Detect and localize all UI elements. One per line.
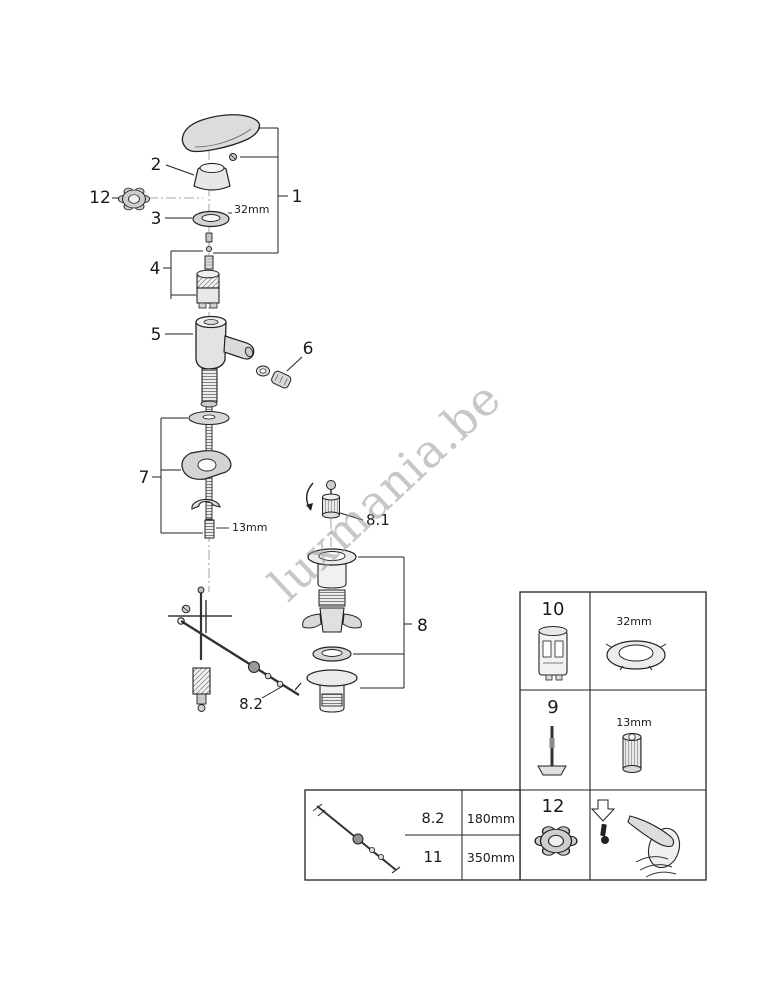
part-faucet-body [195,315,255,408]
part-aerator [256,365,292,389]
icon-socket-13mm [622,733,642,773]
panel-num-9: 9 [547,697,558,718]
icon-ring-32mm [605,640,667,671]
group-1-bracket [213,127,288,254]
callout-5: 5 [151,325,162,345]
leader-8-1 [339,512,364,521]
part-cartridge [196,255,220,309]
callout-7: 7 [139,468,150,488]
small-fasteners [205,232,213,253]
part-pull-knob [305,480,340,519]
leader-8-2 [261,685,284,699]
table-num-11: 11 [423,848,442,866]
length-table-box: 8.2 180mm 11 350mm [304,789,521,881]
icon-rod [312,803,401,874]
icon-cartridge-sleeve [538,626,568,681]
table-len-350: 350mm [467,850,515,865]
icon-handle-install [590,799,681,878]
callout-3: 3 [151,209,162,229]
panel-num-10: 10 [542,599,565,620]
part-mounting-kit [181,406,232,539]
callout-1: 1 [292,187,303,207]
group-7-bracket [152,417,203,534]
panel-dim-13mm: 13mm [616,716,651,729]
hand-icon [635,856,677,878]
panel-dim-32mm: 32mm [616,615,651,628]
part-handle-cap [193,162,231,191]
callout-2: 2 [151,155,162,175]
callout-8-2: 8.2 [239,695,263,713]
part-retaining-ring [192,210,230,228]
table-num-8-2: 8.2 [421,811,444,827]
dim-13mm: 13mm [232,521,267,534]
part-lever-handle [181,114,261,161]
group-8-bracket [353,556,412,689]
dim-32mm: 32mm [234,203,269,216]
leader-6 [286,356,303,372]
table-len-180: 180mm [467,811,515,826]
part-lever-strap [168,586,232,712]
callout-8: 8 [417,616,428,636]
callout-6: 6 [303,339,314,359]
group-4-bracket [163,250,203,299]
callout-12: 12 [89,188,111,208]
leader-2 [165,164,195,176]
screwdriver-icon [600,823,607,837]
arrow-down-icon [590,799,616,822]
part-12-gear [118,187,150,211]
panel-num-12: 12 [542,796,565,817]
icon-pin-tool [537,726,567,776]
callout-4: 4 [150,259,161,279]
icon-gear-12 [534,826,578,856]
part-drain-assembly [302,548,362,713]
callout-8-1: 8.1 [366,511,390,529]
detail-panel: 10 32mm 9 13mm 12 [519,591,707,881]
